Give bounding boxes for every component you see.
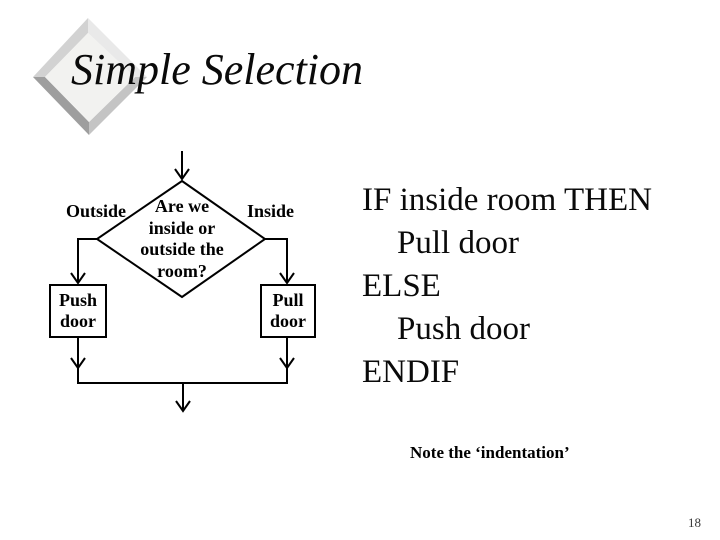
diamond-logo (33, 18, 147, 135)
flow-entry-arrowhead (174, 168, 190, 181)
slide-title: Simple Selection (71, 45, 364, 94)
flow-left-branch-line (77, 238, 97, 283)
pseudocode-line: Pull door (397, 225, 519, 261)
flow-right-branch-arrowhead (279, 272, 295, 285)
push-door-box-text: Push door (58, 290, 98, 331)
diamond-logo-facet-bottomleft (33, 77, 89, 135)
pull-door-box-text: Pull door (270, 290, 306, 331)
pseudocode-line: IF inside room THEN (362, 182, 652, 218)
decision-diamond-text: Are we inside or outside the room? (140, 196, 224, 281)
diamond-logo-face (45, 33, 135, 122)
pseudocode-line: ELSE (362, 268, 441, 304)
decision-diamond-shape (95, 179, 267, 299)
flow-final-arrowhead (175, 400, 191, 413)
flowchart (49, 151, 316, 413)
note-text: Note the ‘indentation’ (410, 443, 570, 462)
branch-label-inside: Inside (247, 201, 295, 221)
flow-right-branch-line (265, 238, 288, 283)
diamond-logo-facet-topright (88, 18, 147, 77)
diamond-logo-facet-topleft (33, 18, 88, 77)
pseudocode-line: Push door (397, 311, 530, 347)
diamond-logo-facet-bottomright (89, 77, 147, 135)
flow-right-exit-arrowhead (279, 357, 295, 370)
flow-left-branch-arrowhead (70, 272, 86, 285)
pseudocode-block: IF inside room THEN Pull door ELSE Push … (362, 179, 652, 394)
pseudocode-line: ENDIF (362, 354, 460, 390)
flow-left-exit-arrowhead (70, 357, 86, 370)
branch-label-outside: Outside (66, 201, 127, 221)
page-number: 18 (688, 515, 701, 530)
